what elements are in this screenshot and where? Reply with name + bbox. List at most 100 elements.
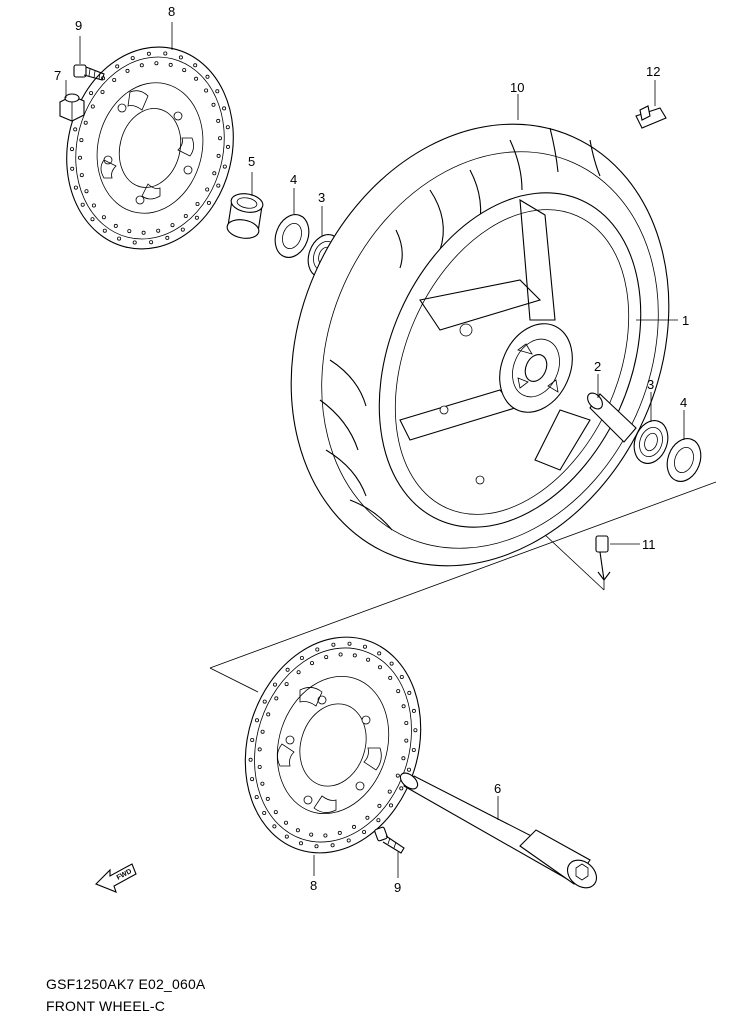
- drilled-hole: [112, 78, 117, 83]
- drilled-hole: [309, 832, 314, 837]
- drilled-hole: [73, 127, 78, 132]
- drilled-hole: [101, 215, 106, 220]
- drilled-hole: [194, 76, 199, 81]
- drilled-hole: [250, 738, 255, 743]
- drilled-hole: [399, 786, 404, 791]
- front-axle: [399, 772, 598, 889]
- callout-9-lower: 9: [394, 880, 401, 895]
- drilled-hole: [254, 795, 259, 800]
- drilled-hole: [388, 803, 393, 808]
- drilled-hole: [216, 183, 221, 188]
- wheel-spacer: [226, 193, 264, 239]
- drilled-hole: [331, 642, 336, 647]
- drilled-hole: [100, 90, 105, 95]
- drilled-hole: [130, 56, 135, 61]
- drilled-hole: [401, 704, 406, 709]
- callout-10: 10: [510, 80, 524, 95]
- disc-bolt-lower: [374, 826, 405, 854]
- diagram-title: FRONT WHEEL-C: [46, 998, 166, 1014]
- drilled-hole: [314, 844, 319, 849]
- drilled-hole: [180, 227, 185, 232]
- callout-8-lower: 8: [310, 878, 317, 893]
- drilled-hole: [389, 661, 394, 666]
- callout-2: 2: [594, 359, 601, 374]
- drilled-hole: [217, 136, 222, 141]
- drilled-hole: [113, 223, 118, 228]
- drilled-hole: [262, 699, 267, 704]
- drilled-hole: [338, 652, 343, 657]
- forward-direction-arrow: FWD: [95, 863, 137, 893]
- wheel-hub: [499, 323, 573, 413]
- drilled-hole: [117, 236, 122, 241]
- drilled-hole: [204, 88, 209, 93]
- drilled-hole: [324, 655, 329, 660]
- drilled-hole: [346, 838, 351, 843]
- callout-labels: 9 8 7 5 4 3 10 12 1 2 3 4 11 6 8 9: [54, 4, 689, 895]
- oil-seal-upper: [274, 214, 310, 258]
- drilled-hole: [407, 690, 412, 695]
- drilled-hole: [212, 171, 217, 176]
- drilled-hole: [347, 641, 352, 646]
- drilled-hole: [91, 203, 96, 208]
- diagram-code: GSF1250AK7 E02_060A: [46, 976, 206, 992]
- drilled-hole: [411, 748, 416, 753]
- drilled-hole: [387, 789, 392, 794]
- drilled-hole: [406, 767, 411, 772]
- drilled-hole: [195, 201, 200, 206]
- drilled-hole: [295, 828, 300, 833]
- drilled-hole: [266, 712, 271, 717]
- drilled-hole: [296, 670, 301, 675]
- callout-1: 1: [682, 313, 689, 328]
- drilled-hole: [146, 51, 151, 56]
- drilled-hole: [377, 665, 382, 670]
- drilled-hole: [78, 155, 83, 160]
- lower-disc-mount-bolts: [285, 695, 371, 805]
- drilled-hole: [156, 228, 161, 233]
- drilled-hole: [365, 815, 370, 820]
- drilled-hole: [141, 230, 146, 235]
- drilled-hole: [366, 657, 371, 662]
- drilled-hole: [254, 718, 259, 723]
- drilled-hole: [284, 834, 289, 839]
- drilled-hole: [183, 213, 188, 218]
- drilled-hole: [225, 125, 230, 130]
- drilled-hole: [257, 747, 262, 752]
- drilled-hole: [154, 61, 159, 66]
- drilled-hole: [377, 803, 382, 808]
- drilled-hole: [395, 773, 400, 778]
- drilled-hole: [115, 64, 120, 69]
- drilled-hole: [216, 153, 221, 158]
- drilled-hole: [265, 796, 270, 801]
- oil-seal-lower: [666, 438, 702, 482]
- brake-disc-upper: [66, 46, 234, 250]
- hex-nut: [59, 93, 85, 122]
- drilled-hole: [90, 104, 95, 109]
- drilled-hole: [404, 721, 409, 726]
- upper-disc-drilled-holes: [70, 51, 230, 245]
- drilled-hole: [70, 166, 75, 171]
- callout-8-upper: 8: [168, 4, 175, 19]
- drilled-hole: [216, 118, 221, 123]
- callout-6: 6: [494, 781, 501, 796]
- callout-9-upper: 9: [75, 18, 82, 33]
- drilled-hole: [299, 656, 304, 661]
- drilled-hole: [272, 682, 277, 687]
- drilled-hole: [351, 824, 356, 829]
- drilled-hole: [250, 777, 255, 782]
- drilled-hole: [84, 189, 89, 194]
- callout-3-lower: 3: [647, 377, 654, 392]
- drilled-hole: [309, 661, 314, 666]
- drilled-hole: [89, 91, 94, 96]
- drilled-hole: [165, 235, 170, 240]
- drilled-hole: [330, 843, 335, 848]
- drilled-hole: [337, 830, 342, 835]
- drilled-hole: [273, 810, 278, 815]
- drilled-hole: [257, 765, 262, 770]
- upper-disc-slots: [100, 90, 194, 200]
- drilled-hole: [83, 120, 88, 125]
- drilled-hole: [377, 651, 382, 656]
- drilled-hole: [73, 185, 78, 190]
- callout-5: 5: [248, 154, 255, 169]
- callout-7: 7: [54, 68, 61, 83]
